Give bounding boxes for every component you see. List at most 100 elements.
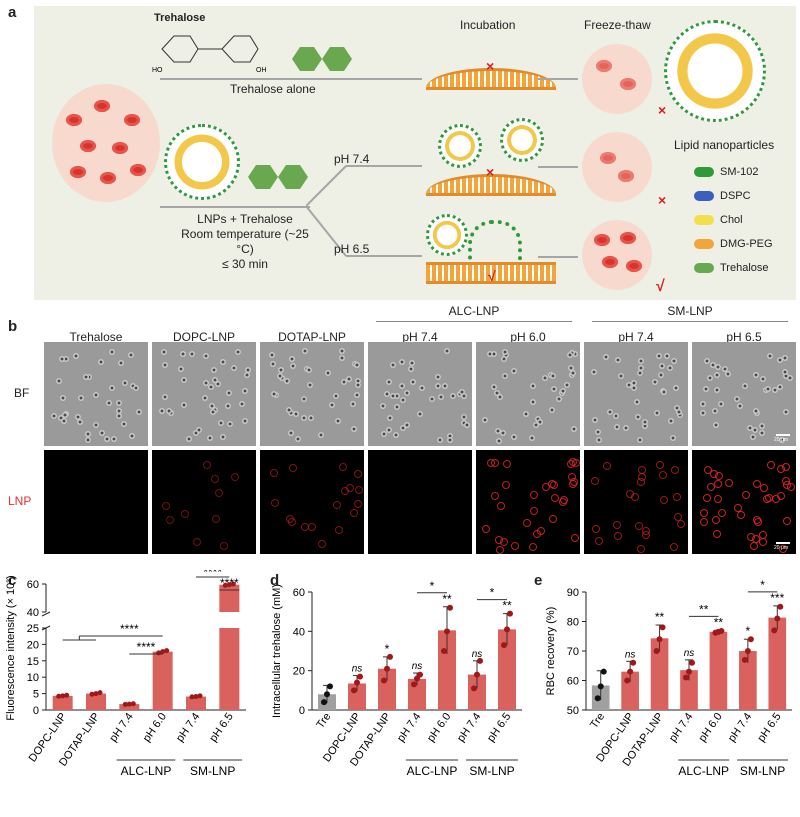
legend-item-dmg-peg: DMG-PEG (694, 238, 773, 250)
y-tick-label: 10 (27, 672, 39, 684)
fluorescent-cell (193, 537, 202, 546)
cell (127, 351, 134, 358)
cell (93, 421, 100, 428)
cell (499, 429, 506, 436)
fluorescent-cell (270, 468, 279, 477)
cell (715, 364, 722, 371)
y-tick-label: 40 (27, 607, 39, 619)
cell (435, 374, 442, 381)
bracket-label: * (760, 578, 765, 592)
data-point (417, 671, 423, 678)
cell (500, 355, 507, 362)
data-point (126, 701, 132, 707)
legend-item-sm-102: SM-102 (694, 166, 759, 178)
cell (596, 437, 603, 444)
significance-label: * (385, 642, 390, 656)
data-point (747, 636, 754, 643)
fluorescent-cell (230, 472, 239, 481)
y-tick-label: 80 (567, 617, 579, 629)
cell (307, 414, 314, 421)
data-point (656, 636, 663, 643)
legend-swatch (694, 263, 714, 274)
lipid-nanoparticles-label: Lipid nanoparticles (674, 138, 775, 152)
rbc-dish (52, 84, 160, 202)
cell (461, 393, 468, 400)
legend-item-dspc: DSPC (694, 190, 751, 202)
rbc (602, 256, 618, 268)
cell (381, 431, 388, 438)
fluorescent-cell (703, 494, 712, 503)
fluorescent-cell (742, 491, 751, 500)
cell (444, 348, 450, 355)
fluorescent-cell (777, 464, 786, 473)
data-point (324, 691, 330, 698)
fluorescent-cell (710, 470, 719, 479)
cell (759, 429, 766, 436)
cell (490, 384, 497, 391)
fluorescent-cell (523, 518, 532, 527)
cell (50, 413, 57, 420)
cell (676, 408, 683, 415)
fluorescent-cell (560, 495, 569, 504)
fluorescent-cell (703, 465, 712, 474)
fluorescent-cell (759, 537, 768, 546)
cell (230, 364, 237, 371)
cell (530, 383, 537, 390)
panel-letter-d: d (270, 572, 280, 589)
cell (669, 435, 676, 442)
scale-bar-label: 20 μm (774, 437, 788, 443)
cell (668, 417, 675, 424)
cell (63, 355, 70, 362)
data-point (689, 659, 695, 666)
cell (115, 412, 122, 419)
cell (110, 435, 117, 442)
data-point (357, 673, 363, 680)
cell (491, 351, 498, 358)
cell (494, 390, 501, 397)
data-point (384, 665, 390, 672)
cell (383, 391, 390, 398)
fluorescent-cell (165, 516, 174, 525)
cell (714, 386, 721, 393)
cell (590, 368, 597, 375)
cell (74, 414, 81, 421)
data-point (471, 685, 477, 692)
lnp-particle-icon (426, 214, 468, 256)
x-tick-label: pH 7.4 (107, 711, 135, 744)
cell (592, 416, 599, 423)
cell (160, 348, 167, 355)
check-mark: √ (488, 268, 496, 284)
bar (650, 638, 669, 710)
data-point (659, 624, 666, 631)
y-tick-label: 90 (567, 587, 579, 599)
data-point (653, 648, 660, 654)
x-tick-label: Tre (588, 711, 607, 731)
cell (398, 359, 405, 366)
fluorescent-cell (778, 545, 787, 554)
bf-micrograph (44, 342, 148, 446)
cell (419, 385, 426, 392)
data-point (327, 683, 333, 690)
data-point (226, 582, 232, 588)
cell (765, 386, 772, 393)
lnp-micrograph (152, 450, 256, 554)
cell (226, 390, 233, 397)
cell (286, 407, 293, 414)
cell (674, 405, 681, 412)
fluorescent-cell (354, 500, 363, 509)
cell (603, 354, 610, 361)
cell (193, 429, 200, 436)
trehalose-hexagon-icon (292, 47, 352, 71)
cell (135, 409, 142, 416)
y-tick-label: 20 (293, 666, 305, 678)
cell (672, 385, 679, 392)
cell (713, 421, 720, 428)
bracket-label: * (430, 579, 435, 593)
bracket-label: ** (699, 602, 709, 616)
fluorescent-cell (270, 498, 279, 507)
cell (242, 418, 249, 425)
cell (399, 424, 406, 431)
cell (654, 410, 661, 417)
rbc (80, 140, 96, 152)
data-point (624, 677, 631, 684)
